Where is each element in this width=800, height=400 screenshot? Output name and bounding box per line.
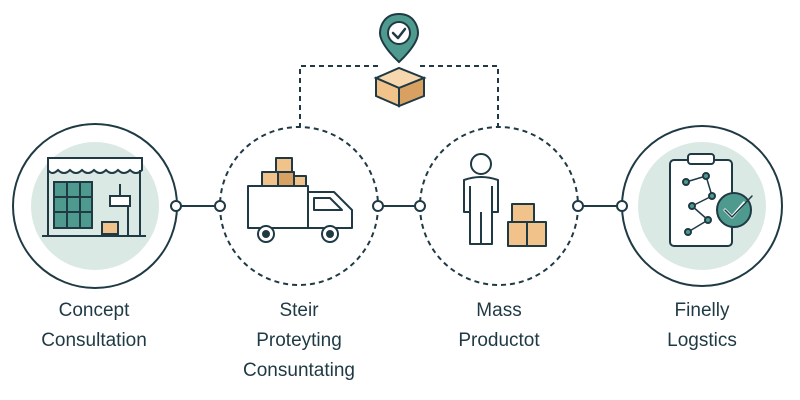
step-1-label: Concept Consultation bbox=[0, 296, 204, 356]
step-1-label-line-1: Concept bbox=[58, 300, 130, 321]
step-2-label-line-3: Consuntating bbox=[243, 360, 355, 381]
step-2-label-line-2: Proteyting bbox=[256, 330, 342, 351]
step-4-node bbox=[616, 125, 783, 287]
step-4-label: Finelly Logstics bbox=[592, 296, 800, 356]
location-pin-box-icon bbox=[373, 12, 427, 108]
worker-with-box-icon bbox=[463, 153, 547, 247]
step-3-label-line-1: Mass bbox=[476, 300, 522, 321]
top-connector bbox=[299, 65, 499, 128]
step-3-node bbox=[414, 126, 584, 286]
step-3-label: Mass Productot bbox=[389, 296, 609, 356]
clipboard-checkmark-icon bbox=[669, 153, 753, 247]
step-4-label-line-1: Finelly bbox=[674, 300, 730, 321]
storefront-icon bbox=[42, 157, 146, 237]
step-2-label: Steir Proteyting Consuntating bbox=[189, 296, 409, 386]
step-2-label-line-1: Steir bbox=[279, 300, 319, 321]
delivery-truck-icon bbox=[247, 157, 353, 243]
step-4-label-line-2: Logstics bbox=[667, 330, 737, 351]
step-1-label-line-2: Consultation bbox=[41, 330, 147, 351]
step-3-label-line-2: Productot bbox=[458, 330, 540, 351]
step-2-node bbox=[214, 126, 384, 286]
step-1-node bbox=[12, 123, 182, 289]
